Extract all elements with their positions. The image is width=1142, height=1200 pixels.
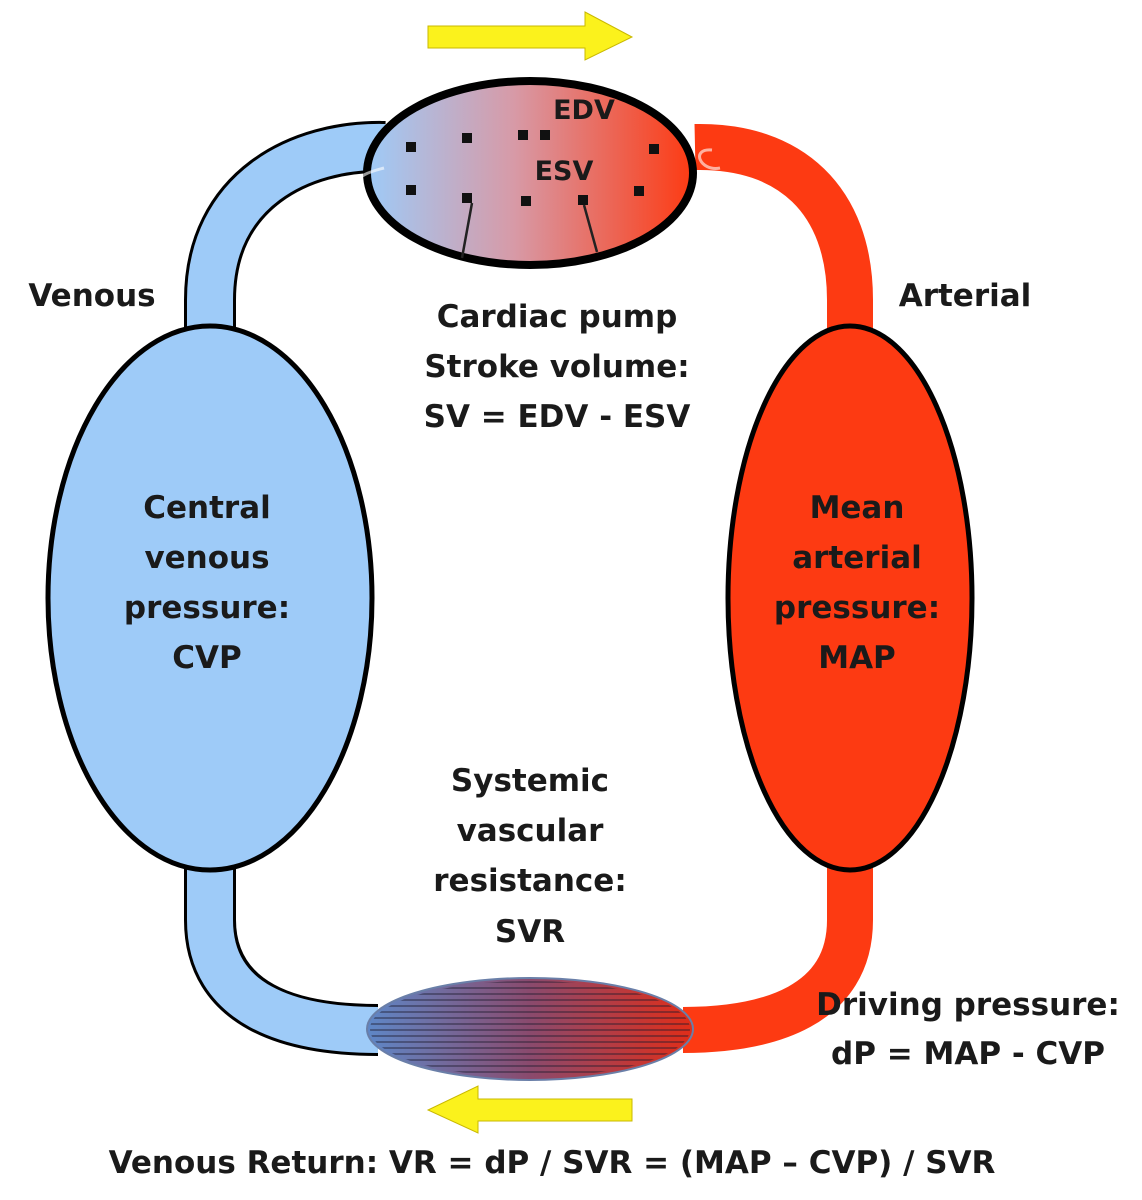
stroke-volume-label: Stroke volume:: [424, 349, 689, 385]
map-label-line4: MAP: [818, 640, 896, 676]
pump-valve-marks: [406, 130, 659, 206]
arterial-vessel: [682, 123, 873, 1053]
esv-label: ESV: [535, 156, 594, 187]
driving-pressure-formula: dP = MAP - CVP: [831, 1036, 1105, 1072]
arrow-left-icon: [426, 1085, 633, 1134]
driving-pressure-label: Driving pressure:: [816, 987, 1120, 1023]
svr-label-line4: SVR: [495, 914, 565, 950]
svr-label-line3: resistance:: [433, 863, 626, 899]
arterial-label: Arterial: [899, 278, 1032, 314]
arrow-right-icon: [427, 11, 634, 61]
map-label-line3: pressure:: [774, 590, 940, 626]
map-label-line2: arterial: [792, 540, 922, 576]
svr-label-line2: vascular: [457, 813, 605, 849]
stroke-volume-formula: SV = EDV - ESV: [424, 399, 691, 435]
map-label-line1: Mean: [810, 490, 905, 526]
svr-label-line1: Systemic: [451, 763, 609, 799]
venous-label: Venous: [28, 278, 155, 314]
edv-label: EDV: [553, 95, 615, 126]
cardiac-pump: [363, 77, 697, 269]
cvp-label-line2: venous: [144, 540, 269, 576]
venous-return-formula: Venous Return: VR = dP / SVR = (MAP – CV…: [109, 1145, 996, 1181]
cvp-label-line1: Central: [143, 490, 271, 526]
cvp-label-line3: pressure:: [124, 590, 290, 626]
cvp-label-line4: CVP: [172, 640, 241, 676]
map-chamber: [725, 323, 975, 873]
cvp-chamber: [45, 323, 375, 873]
pump-label: Cardiac pump: [437, 299, 678, 335]
